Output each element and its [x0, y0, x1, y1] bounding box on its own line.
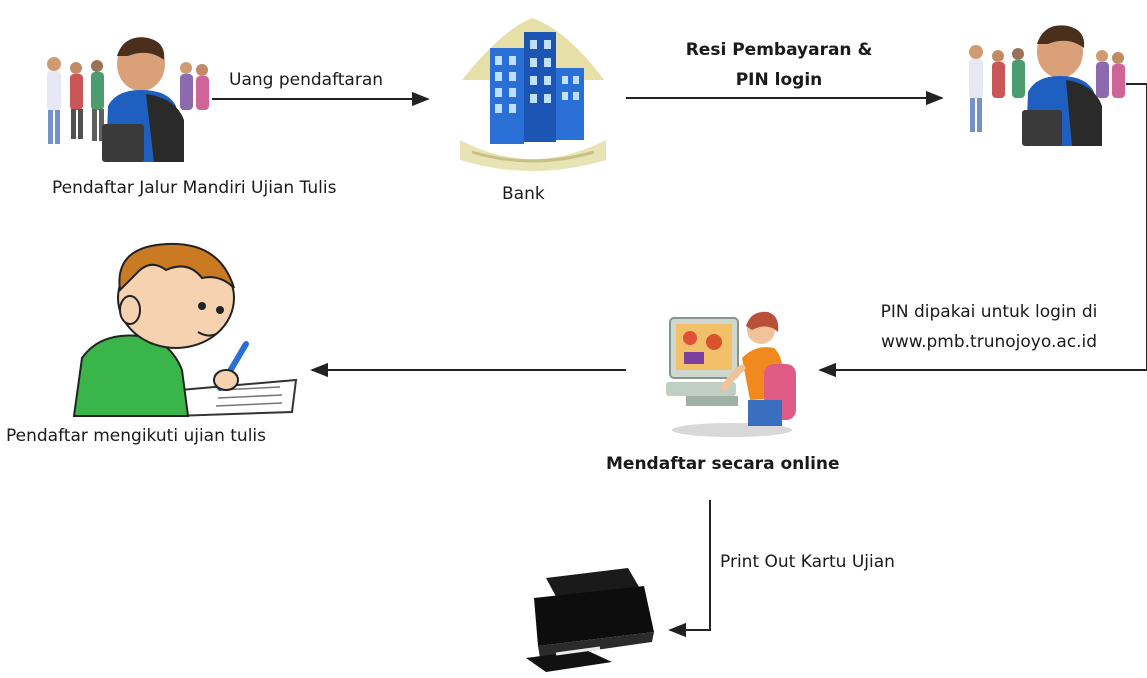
- edge-print-card-label: Print Out Kartu Ujian: [720, 552, 895, 572]
- child-writing-exam-icon: [70, 240, 300, 420]
- edge-receipt-label-line2: PIN login: [735, 70, 823, 90]
- arrow-print: [668, 500, 711, 638]
- edge-receipt-label-line1: Resi Pembayaran &: [685, 40, 873, 60]
- bank-building-icon: [452, 10, 612, 172]
- node-registrant-label: Pendaftar Jalur Mandiri Ujian Tulis: [52, 178, 337, 198]
- students-group-icon: [36, 34, 214, 162]
- node-online-registration-label: Mendaftar secara online: [606, 454, 840, 474]
- node-written-exam-label: Pendaftar mengikuti ujian tulis: [6, 426, 267, 446]
- printer-icon: [516, 558, 658, 674]
- students-group-icon-right: [958, 20, 1128, 146]
- edge-fee-label: Uang pendaftaran: [229, 70, 384, 90]
- node-bank-label: Bank: [502, 184, 545, 204]
- edge-pin-login-label-line2: www.pmb.trunojoyo.ac.id: [880, 332, 1098, 352]
- arrow-pin-login: [818, 83, 1147, 378]
- edge-pin-login-label-line1: PIN dipakai untuk login di: [880, 302, 1098, 322]
- person-at-computer-icon: [656, 308, 806, 438]
